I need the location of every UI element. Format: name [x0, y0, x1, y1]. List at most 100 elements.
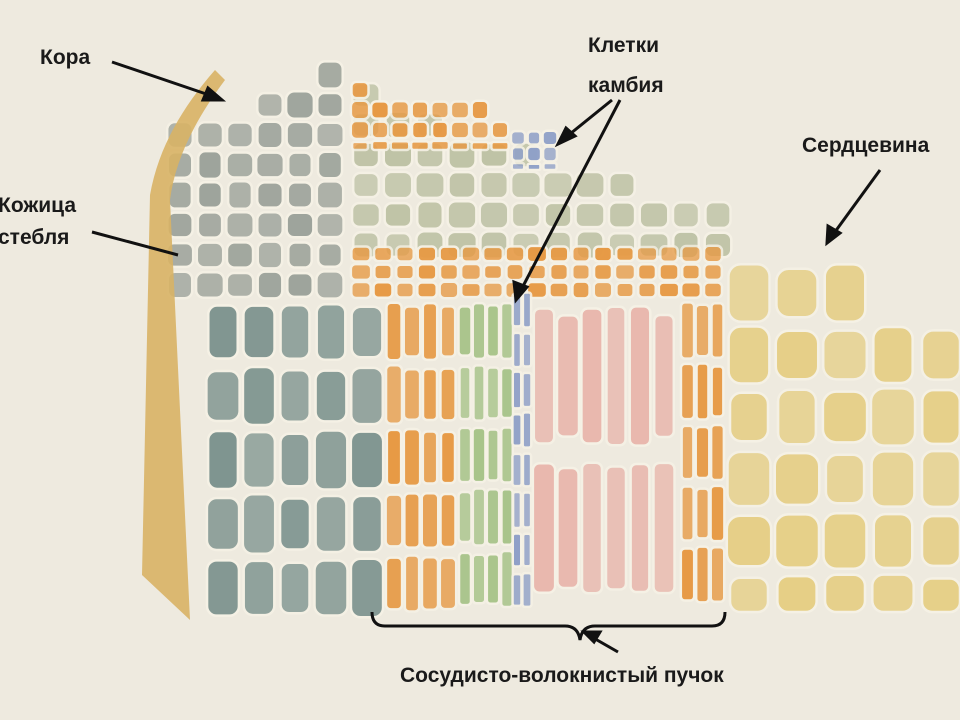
pith-cell: [775, 267, 819, 319]
phloem-band-cell: [702, 244, 724, 264]
surface-cell: [478, 170, 510, 200]
cortex-cell: [316, 242, 344, 268]
pith-cell: [920, 388, 960, 446]
surface-cell: [447, 170, 477, 200]
cortex-cell: [315, 270, 345, 300]
cortex-cell: [205, 559, 241, 617]
cortex-cell: [315, 91, 345, 119]
phloem-band-cell: [394, 281, 416, 299]
cortex-cell: [316, 60, 344, 90]
phloem-band-cell: [615, 281, 635, 299]
pith-cell: [824, 453, 866, 505]
pith-cell: [725, 514, 773, 568]
cortex-cell: [225, 121, 255, 149]
cortex-arrowhead: [200, 85, 227, 102]
green-cell: [471, 487, 487, 547]
phloem-cell: [694, 425, 711, 480]
phloem-band-cell: [657, 281, 681, 299]
phloem-band-cell: [394, 263, 416, 281]
cambium-top-cell: [542, 161, 558, 172]
pith-arrow: [830, 169, 882, 237]
phloem-cell: [420, 556, 440, 611]
cortex-cell: [279, 561, 311, 615]
cortex-cell: [225, 151, 255, 179]
cortex-cell: [285, 120, 315, 150]
cambium-top-cell: [526, 130, 542, 146]
cambium-cell: [521, 291, 533, 329]
cortex-cell: [350, 494, 384, 554]
green-cell: [500, 487, 514, 547]
xylem-vessel: [580, 461, 604, 595]
phloem-cell: [438, 556, 458, 611]
xylem-vessel: [605, 305, 627, 447]
phloem-cell: [384, 556, 404, 611]
label-cambium-line1: Клетки: [588, 34, 659, 57]
phloem-top-cell: [430, 100, 450, 120]
pith-cell: [774, 329, 820, 381]
pith-cell: [920, 329, 960, 381]
phloem-band-cell: [482, 263, 504, 281]
pith-cell: [872, 512, 914, 570]
phloem-band-cell: [702, 281, 724, 299]
cortex-cell: [286, 181, 314, 209]
surface-cell: [541, 170, 575, 200]
cambium-cell: [521, 452, 533, 488]
phloem-top-cell: [350, 80, 370, 100]
cortex-cell: [241, 493, 277, 555]
phloem-top-cell: [370, 120, 390, 140]
phloem-top-cell: [349, 99, 371, 121]
tissue-layer: [165, 60, 960, 619]
phloem-cell: [709, 423, 726, 482]
surface-cell: [608, 171, 636, 199]
phloem-top-cell: [410, 100, 430, 120]
phloem-top-cell: [389, 140, 411, 152]
cortex-cell: [315, 121, 345, 149]
pith-cell: [869, 387, 917, 447]
green-cell: [499, 301, 515, 361]
phloem-band-cell: [438, 262, 460, 282]
cambium-cell: [511, 490, 523, 530]
phloem-band-cell: [571, 245, 591, 263]
pith-cell: [871, 573, 915, 614]
cortex-cell: [349, 557, 385, 619]
green-cell: [485, 487, 501, 547]
phloem-band-cell: [504, 245, 526, 263]
cortex-cell: [196, 149, 224, 181]
green-cell: [486, 428, 500, 482]
phloem-cell: [680, 485, 695, 542]
epidermis-strip: [142, 70, 225, 620]
xylem-vessel: [629, 462, 651, 594]
phloem-band-cell: [481, 281, 505, 299]
cortex-cell: [242, 559, 276, 617]
phloem-cell: [439, 430, 457, 485]
cortex-cell: [255, 181, 285, 209]
surface-cell: [704, 200, 732, 230]
pith-cell: [822, 512, 868, 570]
cambium-cell: [511, 532, 523, 568]
phloem-band-cell: [680, 244, 702, 264]
cortex-cell: [225, 271, 255, 299]
phloem-top-cell: [409, 140, 431, 152]
pith-cell: [728, 391, 770, 443]
cortex-cell: [314, 369, 348, 423]
phloem-band-cell: [373, 263, 393, 281]
pith-cell: [870, 450, 916, 508]
pith-arrowhead: [825, 223, 843, 247]
cambium-arrow-1: [564, 98, 613, 140]
green-cell: [499, 426, 515, 484]
cortex-cell: [225, 241, 255, 269]
cambium-top-cell: [541, 145, 559, 163]
cortex-cell: [279, 368, 311, 424]
cortex-arrow: [111, 60, 216, 99]
pith-cell: [727, 325, 771, 385]
pith-cell: [727, 262, 771, 324]
pointer-arrows: [91, 60, 882, 654]
phloem-band-cell: [659, 245, 679, 263]
phloem-band-cell: [658, 262, 680, 282]
xylem-vessel: [555, 314, 581, 438]
surface-cell: [350, 201, 382, 229]
phloem-band-cell: [636, 262, 658, 282]
green-cell: [458, 365, 472, 421]
cortex-cell: [196, 211, 224, 239]
label-pith: Сердцевина: [802, 134, 930, 157]
